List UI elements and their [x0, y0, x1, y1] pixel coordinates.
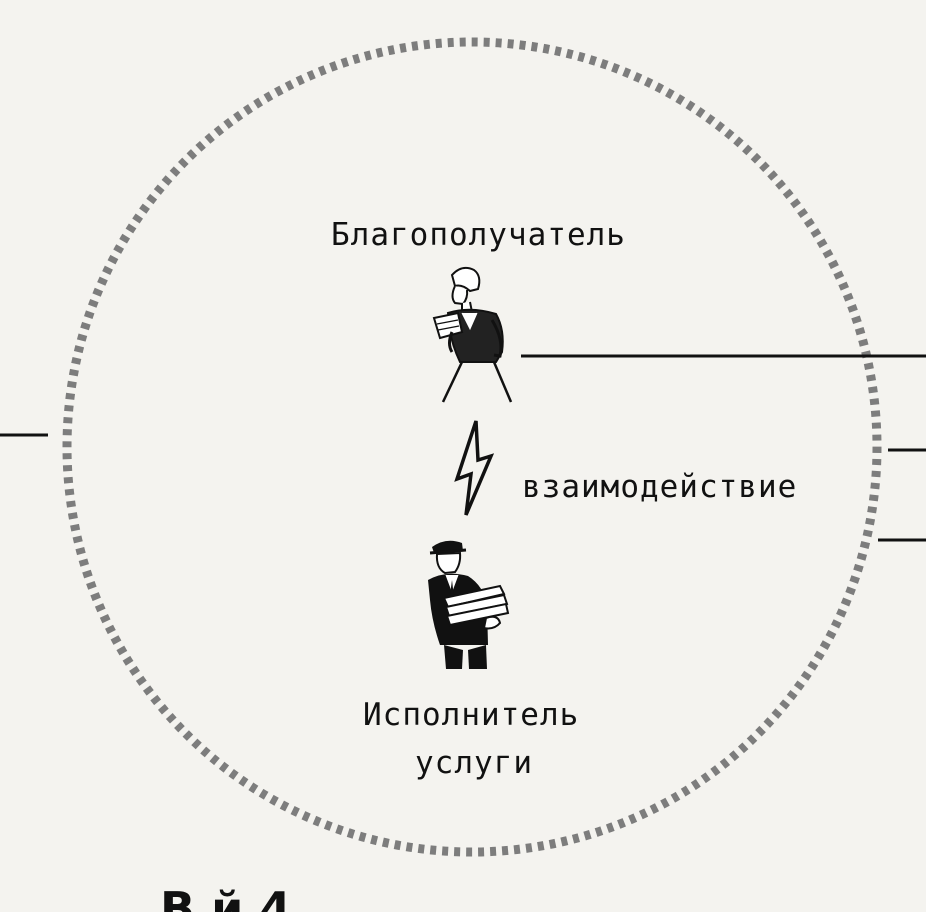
uniformed-man-carrying-boxes-icon: [428, 540, 510, 669]
boundary-circle: [62, 37, 882, 857]
service-provider-label-line1: Исполнитель: [363, 697, 580, 733]
lightning-bolt-icon: [454, 420, 495, 516]
cropped-bottom-title: В й 4: [160, 882, 292, 912]
woman-reading-figure-icon: [432, 266, 513, 403]
beneficiary-label: Благополучатель: [331, 217, 626, 253]
interaction-label: взаимодействие: [522, 469, 798, 505]
service-provider-label-line2: услуги: [415, 745, 533, 781]
